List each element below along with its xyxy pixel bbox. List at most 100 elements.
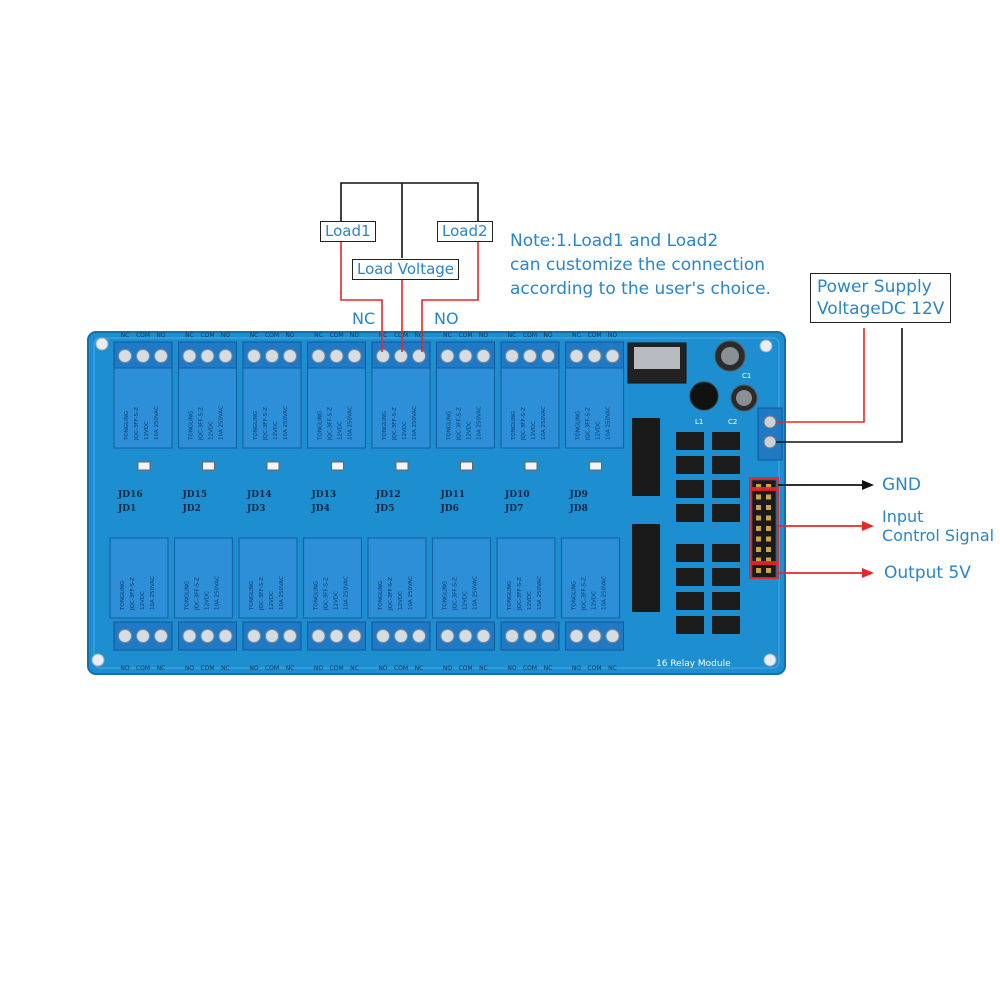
header-pin <box>766 526 771 531</box>
load-wiring <box>340 182 479 352</box>
status-led <box>524 461 538 471</box>
relay-print: 12VDC <box>144 421 150 440</box>
header-pin <box>766 536 771 542</box>
terminal-screw <box>182 349 197 363</box>
terminal-screw <box>605 349 620 363</box>
regulator-tab <box>634 347 680 369</box>
terminal-label: COM <box>523 665 537 672</box>
terminal-screw <box>412 629 426 643</box>
terminal-screw <box>118 629 132 643</box>
terminal-screw <box>329 349 344 363</box>
inductor-l1 <box>689 381 719 411</box>
optocoupler <box>712 504 740 522</box>
relay-print: 10A 250VAC <box>477 406 483 440</box>
terminal-screw <box>440 349 455 363</box>
terminal-label: NC <box>286 665 295 672</box>
relay-body <box>435 367 496 449</box>
status-led <box>395 461 409 471</box>
gnd-label: GND <box>882 475 921 495</box>
relay-print: 12VDC <box>140 591 146 610</box>
mount-hole-tr <box>759 339 773 353</box>
terminal-screw <box>200 629 215 643</box>
relay-print: TONGLING <box>120 581 126 611</box>
terminal-label: NC <box>121 332 130 339</box>
optocoupler <box>712 456 740 474</box>
relay-print: TONGLING <box>189 411 195 441</box>
optocoupler <box>712 592 740 610</box>
relay-label-bottom: JD6 <box>440 504 459 514</box>
relay-body <box>564 367 625 449</box>
relay-body <box>500 367 560 449</box>
relay-label-bottom: JD5 <box>375 504 394 514</box>
terminal-screw <box>283 349 297 363</box>
terminal-label: COM <box>329 332 343 339</box>
relay-print: 12VDC <box>209 421 215 440</box>
terminal-screw <box>605 629 620 643</box>
terminal-screw <box>523 349 537 363</box>
relay-print: 10A 250VAC <box>154 406 160 440</box>
relay-label-top: JD15 <box>182 490 208 500</box>
relay-print: JQC-3FF-S-Z <box>517 577 523 611</box>
relay-print: 10A 250VAC <box>219 406 225 440</box>
terminal-label: NC <box>221 665 230 672</box>
relay-print: JQC-3FF-S-Z <box>195 577 201 611</box>
power-supply-line-2: VoltageDC 12V <box>817 299 945 319</box>
relay-body <box>431 537 492 619</box>
relay-body <box>113 367 173 449</box>
terminal-screw <box>440 629 455 643</box>
terminal-screw <box>311 349 326 363</box>
terminal-label: COM <box>587 665 601 672</box>
header-pin <box>756 568 761 573</box>
terminal-screw <box>347 629 362 643</box>
optocoupler <box>712 544 740 562</box>
terminal-label: COM <box>458 665 472 672</box>
terminal-label: NO <box>443 665 452 672</box>
gnd-pin-highlight <box>749 477 779 489</box>
optocoupler <box>676 480 704 498</box>
status-led <box>202 461 215 471</box>
relay-print: 10A 250VAC <box>279 576 285 610</box>
relay-label-top: JD16 <box>117 490 143 500</box>
relay-print: TONGLING <box>511 411 517 441</box>
terminal-screw <box>136 349 150 363</box>
load1-label: Load1 <box>320 221 376 242</box>
wire-load1-red <box>340 241 383 352</box>
status-led <box>460 461 473 471</box>
terminal-label: NC <box>572 332 581 339</box>
terminal-screw <box>394 349 408 363</box>
terminal-label: COM <box>200 665 214 672</box>
board-name: 16 Relay Module <box>656 659 731 669</box>
relay-body <box>242 367 302 449</box>
terminal-screw <box>154 629 168 643</box>
relay-print: TONGLING <box>318 411 324 441</box>
relay-body <box>177 367 238 449</box>
note-line-1: Note:1.Load1 and Load2 <box>510 231 719 251</box>
terminal-label: COM <box>329 665 343 672</box>
pcb-inner <box>93 337 780 669</box>
note-line-2: can customize the connection <box>510 255 766 275</box>
terminal-screw <box>347 349 362 363</box>
power-wiring <box>776 328 903 443</box>
status-led <box>589 461 602 471</box>
relay-print: TONGLING <box>572 581 578 611</box>
wire-power-red <box>776 328 865 423</box>
terminal-label: NO <box>572 665 581 672</box>
terminal-label: NC <box>157 665 166 672</box>
relay-label-bottom: JD2 <box>182 504 201 514</box>
relay-label-top: JD9 <box>569 490 588 500</box>
